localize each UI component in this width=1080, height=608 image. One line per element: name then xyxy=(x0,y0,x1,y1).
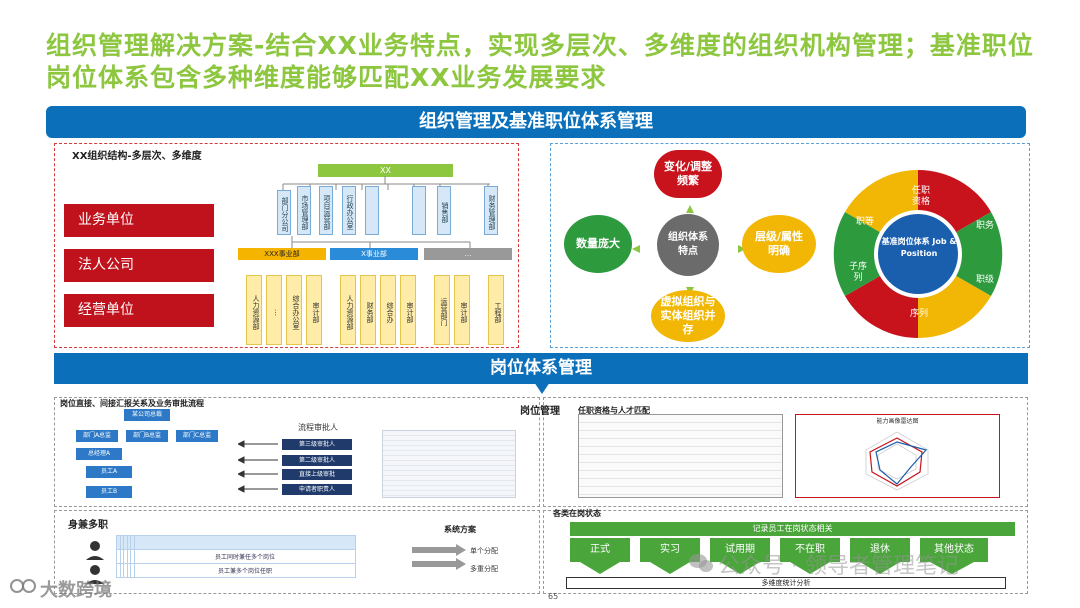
leaf-b3: 综合办 xyxy=(380,275,396,345)
org-mid-c: … xyxy=(424,248,512,260)
unit-legal: 法人公司 xyxy=(64,249,214,282)
leaf-a1: 人力资源部 xyxy=(246,275,262,345)
wheel-center-label: 基准岗位体系 Job & Position xyxy=(881,237,957,258)
band-down-arrow xyxy=(534,382,550,394)
wechat-icon xyxy=(689,554,713,572)
person-icon xyxy=(86,541,104,584)
org-mid-a: XXX事业部 xyxy=(238,248,326,260)
leaf-a3: 综合办公室 xyxy=(286,275,302,345)
flow-box-dept-b: 部门B总监 xyxy=(126,430,168,442)
org-features-panel xyxy=(550,143,1030,348)
org-structure-panel xyxy=(54,143,519,348)
section-band-org: 组织管理及基准职位体系管理 xyxy=(46,106,1026,138)
org-col-3: 项目运营部 xyxy=(319,186,333,235)
wheel-seg-subsequence: 子序列 xyxy=(848,262,867,283)
post-mgmt-label: 岗位管理 xyxy=(520,406,560,417)
org-root: XX xyxy=(318,164,453,177)
flow-screenshot xyxy=(382,430,516,498)
plan-arrows xyxy=(412,544,466,570)
wheel-seg-grade: 职等 xyxy=(856,217,875,227)
leaf-a4: 审计部 xyxy=(306,275,322,345)
radar-title: 能力画像雷达图 xyxy=(876,418,919,425)
job-position-wheel xyxy=(833,169,1003,339)
leaf-b1: 人力资源部 xyxy=(340,275,356,345)
flow-box-dept-c: 部门C总监 xyxy=(176,430,218,442)
status-panel xyxy=(543,510,1028,594)
unit-business: 业务单位 xyxy=(64,204,214,237)
status-retired: 退休 xyxy=(850,538,910,562)
feature-top: 变化/调整频繁 xyxy=(654,150,722,198)
org-col-2: 市场管理部 xyxy=(297,186,311,235)
org-col-7: 销售部 xyxy=(437,186,451,235)
status-footer: 多维度统计分析 xyxy=(566,577,1006,589)
flow-box-manager: 总经理A xyxy=(76,448,122,460)
concurrent-panel xyxy=(54,510,540,594)
plan-item-2: 多重分配 xyxy=(470,565,498,573)
feature-bottom: 虚拟组织与实体组织并存 xyxy=(651,290,725,342)
status-not-employed: 不在职 xyxy=(780,538,840,562)
page-number: 65 xyxy=(548,592,559,601)
leaf-b4: 审计部 xyxy=(400,275,416,345)
leaf-c2: 审计部 xyxy=(454,275,470,345)
wheel-seg-qualification: 任职资格 xyxy=(911,186,930,207)
approver-title: 流程审批人 xyxy=(298,423,338,432)
status-arrows xyxy=(580,562,974,574)
flow-panel xyxy=(54,397,540,507)
approver-3: 直接上级审批 xyxy=(282,469,352,480)
leaf-b2: 财务部 xyxy=(360,275,376,345)
table-row-1: 员工同时兼任多个岗位 xyxy=(134,549,356,564)
leaf-a2: … xyxy=(266,275,282,345)
org-mid-b: X事业部 xyxy=(330,248,418,260)
watermark-text: 公众号 · 领导者管理笔记 xyxy=(718,554,959,579)
approver-arrows xyxy=(238,440,278,493)
slide-title: 组织管理解决方案-结合XX业务特点，实现多层次、多维度的组织机构管理；基准职位岗… xyxy=(46,31,1034,92)
match-label: 任职资格与人才匹配 xyxy=(578,406,650,415)
concurrent-label: 身兼多职 xyxy=(68,520,108,531)
plan-item-1: 单个分配 xyxy=(470,547,498,555)
org-structure-label: XX组织结构-多层次、多维度 xyxy=(72,151,202,162)
org-col-5 xyxy=(365,186,379,235)
wheel-seg-level: 职级 xyxy=(976,275,995,285)
leaf-c3: 工程部 xyxy=(488,275,504,345)
status-probation: 试用期 xyxy=(710,538,770,562)
org-col-6 xyxy=(412,186,426,235)
flow-box-employee-a: 员工A xyxy=(86,466,132,478)
flow-box-employee-b: 员工B xyxy=(86,486,132,498)
plan-label: 系统方案 xyxy=(444,525,476,534)
table-row-2: 员工兼多个岗位任职 xyxy=(134,563,356,578)
flow-box-ceo: 某公司总裁 xyxy=(124,409,170,421)
section-band-post: 岗位体系管理 xyxy=(54,353,1028,384)
flow-box-dept-a: 部门A总监 xyxy=(76,430,118,442)
approver-2: 第二级审批人 xyxy=(282,455,352,466)
status-header: 记录员工在岗状态相关 xyxy=(570,522,1015,536)
org-col-8: 财务管理部 xyxy=(484,186,498,235)
feature-center: 组织体系特点 xyxy=(657,214,719,276)
logo-icon xyxy=(10,579,36,593)
wheel-seg-duty: 职务 xyxy=(976,221,995,231)
org-col-1: 部门分公司 xyxy=(277,190,291,235)
match-screenshot xyxy=(578,414,783,498)
flow-label: 岗位直接、间接汇报关系及业务审批流程 xyxy=(60,399,204,408)
wheel-seg-sequence: 序列 xyxy=(909,309,928,319)
logo-text: 大数跨境 xyxy=(40,580,112,601)
approver-4: 申请者职责人 xyxy=(282,484,352,495)
feature-left: 数量庞大 xyxy=(564,215,632,273)
approver-1: 第三级审批人 xyxy=(282,439,352,450)
unit-operating: 经营单位 xyxy=(64,294,214,327)
post-mgmt-panel xyxy=(543,397,1028,507)
feature-right: 层级/属性明确 xyxy=(742,215,816,273)
status-regular: 正式 xyxy=(570,538,630,562)
org-col-4: 行政办公室 xyxy=(342,186,356,235)
radar-chart xyxy=(865,431,929,491)
leaf-c1: 运营部门 xyxy=(434,275,450,345)
status-other: 其他状态 xyxy=(920,538,988,562)
status-label: 各类在岗状态 xyxy=(553,509,601,518)
concurrent-table: 员工同时兼任多个岗位 员工兼多个岗位任职 xyxy=(116,535,356,578)
